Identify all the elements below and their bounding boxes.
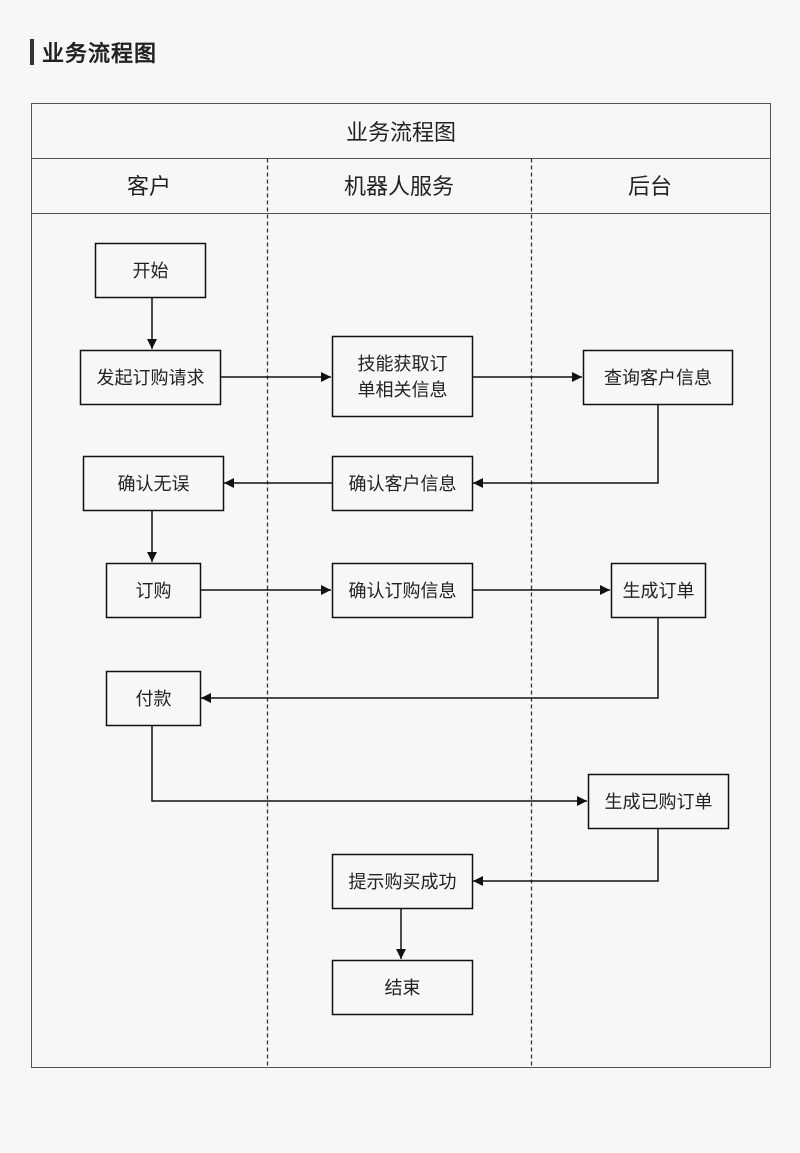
node-confirm-customer-info-label: 确认客户信息 [349,474,457,495]
node-start-box [94,242,207,299]
node-generate-purchased-order-box [587,773,730,830]
page-heading: 业务流程图 [30,38,158,67]
node-query-customer-info-label: 查询客户信息 [604,368,712,389]
node-notify-purchase-success-label: 提示购买成功 [349,872,457,893]
heading-accent-bar [30,39,34,65]
node-initiate-order-request-box [79,349,222,406]
node-pay-label: 付款 [136,689,172,710]
node-pay-box [105,670,202,727]
node-confirm-order-info-box [331,562,474,619]
node-order-label: 订购 [136,581,172,602]
diagram-title: 业务流程图 [346,121,456,146]
lane-header: 客户 [127,175,171,200]
node-confirm-no-error-label: 确认无误 [118,474,190,495]
node-start-label: 开始 [133,261,169,282]
flow-arrow-pay-to-generate-purchased-order [151,725,587,806]
node-end-box [331,959,474,1016]
node-skill-get-order-info-label: 单相关信息 [358,380,448,401]
node-generate-order-label: 生成订单 [623,581,695,602]
node-skill-get-order-info-box [331,335,474,418]
lane-header: 后台 [628,175,672,200]
node-skill-get-order-info-label: 技能获取订 [358,354,448,375]
flow-arrow-query-customer-info-to-confirm-customer-info [473,404,659,488]
node-notify-purchase-success-box [331,853,474,910]
node-confirm-customer-info-box [331,455,474,512]
flow-arrow-generate-order-to-pay [201,617,659,703]
node-order-box [105,562,202,619]
lane-header: 机器人服务 [344,175,454,200]
node-query-customer-info-box [582,349,734,406]
flow-arrow-generate-purchased-order-to-notify-purchase-success [473,828,659,886]
node-end-label: 结束 [385,978,421,999]
node-initiate-order-request-label: 发起订购请求 [97,368,205,389]
node-generate-purchased-order-label: 生成已购订单 [605,792,713,813]
node-generate-order-box [610,562,707,619]
page-heading-text: 业务流程图 [42,42,158,67]
node-confirm-no-error-box [82,455,225,512]
node-confirm-order-info-label: 确认订购信息 [349,581,457,602]
